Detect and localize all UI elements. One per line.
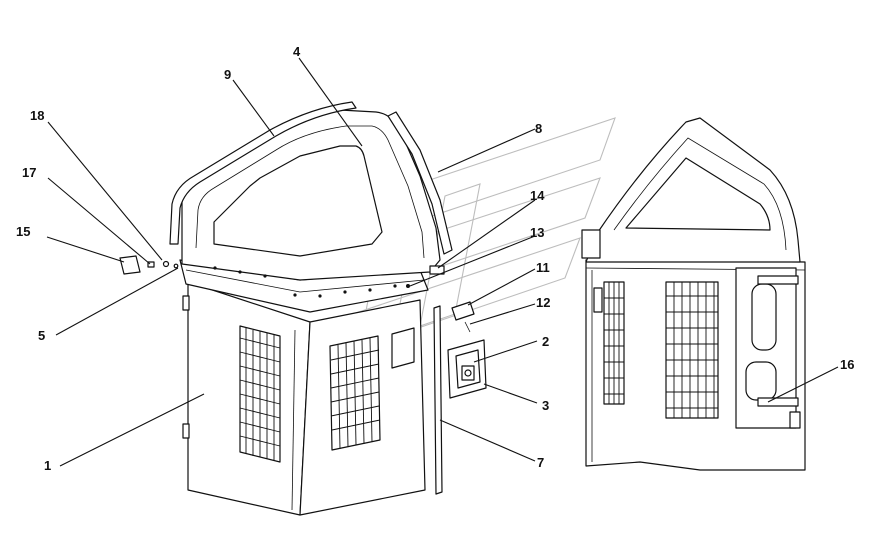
door-striker [451, 301, 475, 321]
bolt-row [213, 266, 397, 298]
door-seal-strip [433, 305, 443, 495]
callout-9: 9 [224, 67, 231, 82]
clip-part-14 [429, 265, 445, 275]
roof-seal-strip [169, 101, 357, 245]
callout-8: 8 [535, 121, 542, 136]
callout-16: 16 [840, 357, 854, 372]
callout-labels: 1 2 3 4 5 7 8 9 11 12 13 14 15 16 17 18 [16, 44, 854, 473]
callout-13: 13 [530, 225, 544, 240]
vent-mesh-right [329, 335, 381, 451]
vent-mesh-left [239, 325, 281, 463]
callout-1: 1 [44, 458, 51, 473]
front-seal-strip [387, 111, 453, 255]
callout-18: 18 [30, 108, 44, 123]
cab-enclosure-right-view [581, 117, 806, 471]
door-latch-assembly [391, 327, 487, 399]
callout-14: 14 [530, 188, 545, 203]
cab-front-window [213, 145, 383, 257]
leader-lines [46, 57, 839, 467]
callout-2: 2 [542, 334, 549, 349]
callout-4: 4 [293, 44, 301, 59]
callout-11: 11 [536, 260, 550, 275]
callout-5: 5 [38, 328, 45, 343]
callout-3: 3 [542, 398, 549, 413]
vent-mesh-side [603, 281, 625, 405]
hinge-parts-left [119, 255, 179, 275]
callout-17: 17 [22, 165, 36, 180]
callout-15: 15 [16, 224, 30, 239]
callout-7: 7 [537, 455, 544, 470]
vent-mesh-rear [665, 281, 719, 419]
callout-12: 12 [536, 295, 550, 310]
